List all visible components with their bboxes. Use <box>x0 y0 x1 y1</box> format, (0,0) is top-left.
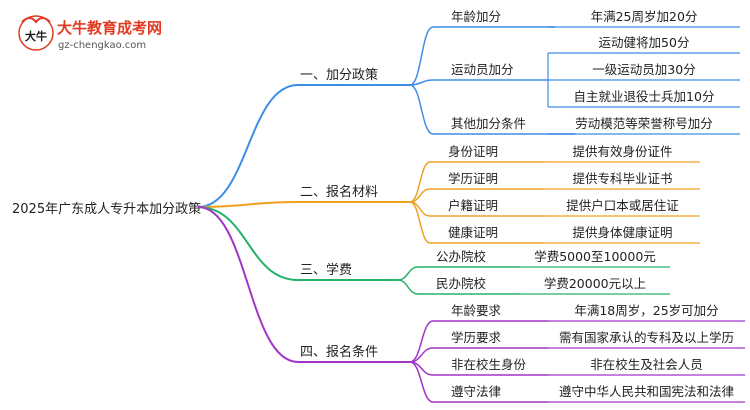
branch-label: 四、报名条件 <box>300 344 378 360</box>
leaf-label: 一级运动员加30分 <box>592 62 695 77</box>
leaf-label: 提供有效身份证件 <box>572 144 672 159</box>
leaf-label: 提供专科毕业证书 <box>572 171 672 186</box>
child-connector <box>397 266 419 281</box>
leaf-label: 运动健将加50分 <box>599 35 690 50</box>
child-connector <box>409 201 431 244</box>
leaf-label: 学费20000元以上 <box>544 276 646 291</box>
child-connector <box>409 79 434 86</box>
logo-mark-text: 大牛 <box>25 29 47 43</box>
logo: 大牛 大牛教育成考网 gz-chengkao.com <box>18 15 162 51</box>
leaf-label: 年满18周岁，25岁可加分 <box>574 303 718 318</box>
leaf-label: 非在校生及社会人员 <box>590 357 703 372</box>
child-connector <box>409 84 434 135</box>
branch-label: 二、报名材料 <box>300 184 378 200</box>
child-label: 身份证明 <box>448 144 498 159</box>
child-label: 民办院校 <box>436 276 487 291</box>
branch-connector <box>197 206 299 363</box>
child-connector <box>409 26 434 86</box>
root-topic: 2025年广东成人专升本加分政策 <box>12 201 201 217</box>
child-label: 健康证明 <box>448 225 498 240</box>
child-label: 年龄加分 <box>451 9 501 24</box>
leaf-label: 年满25周岁加20分 <box>591 9 698 24</box>
leaf-label: 提供身体健康证明 <box>572 225 672 240</box>
child-label: 其他加分条件 <box>451 116 526 131</box>
child-label: 学历证明 <box>448 171 498 186</box>
child-label: 户籍证明 <box>448 198 498 213</box>
bull-logo-icon: 大牛 <box>18 15 54 51</box>
child-label: 公办院校 <box>436 249 487 264</box>
child-connector <box>409 161 431 203</box>
branch-connector <box>197 201 299 208</box>
leaf-label: 提供户口本或居住证 <box>566 198 679 213</box>
leaf-label: 遵守中华人民共和国宪法和法律 <box>559 384 734 399</box>
child-label: 非在校生身份 <box>451 357 527 372</box>
child-label: 运动员加分 <box>451 62 514 77</box>
leaf-label: 学费5000至10000元 <box>534 249 656 264</box>
branch-label: 一、加分政策 <box>300 67 378 83</box>
child-label: 学历要求 <box>451 330 502 345</box>
leaf-label: 自主就业退役士兵加10分 <box>574 89 715 104</box>
branch-label: 三、学费 <box>300 262 352 278</box>
child-connector <box>409 361 434 403</box>
leaf-label: 劳动模范等荣誉称号加分 <box>575 116 713 131</box>
child-connector <box>409 320 434 363</box>
child-label: 年龄要求 <box>451 303 502 318</box>
logo-subtitle: gz-chengkao.com <box>58 40 146 51</box>
branch-connector <box>197 84 299 208</box>
branch-connector <box>197 206 299 281</box>
child-connector <box>397 279 419 295</box>
child-label: 遵守法律 <box>451 384 501 399</box>
logo-title: 大牛教育成考网 <box>57 19 162 37</box>
leaf-label: 需有国家承认的专科及以上学历 <box>559 330 734 345</box>
